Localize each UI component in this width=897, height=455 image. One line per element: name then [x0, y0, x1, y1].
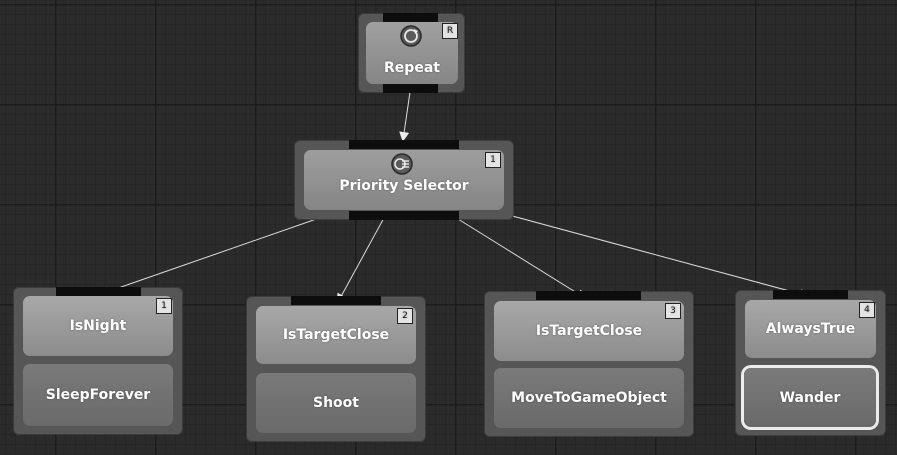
priority-selector-icon — [391, 153, 413, 175]
action-movetogameobject[interactable]: MoveToGameObject — [494, 368, 684, 428]
condition-isnight[interactable]: 1 IsNight — [23, 296, 173, 356]
link-selector-to-branch2 — [337, 215, 386, 304]
condition-istargetclose[interactable]: 3 IsTargetClose — [494, 301, 684, 361]
input-port[interactable] — [56, 287, 141, 296]
priority-selector-body[interactable]: 1 Priority Selector — [304, 150, 504, 210]
input-port[interactable] — [291, 296, 381, 305]
output-port[interactable] — [349, 211, 459, 220]
link-selector-to-branch3 — [449, 213, 587, 300]
condition-label: IsTargetClose — [535, 323, 643, 339]
condition-label: AlwaysTrue — [765, 321, 856, 337]
action-wander[interactable]: Wander — [744, 368, 876, 427]
link-repeat-to-selector — [399, 91, 411, 142]
action-sleepforever[interactable]: SleepForever — [23, 364, 173, 426]
selector-label: Priority Selector — [339, 178, 469, 194]
branch-node-1[interactable]: 1 IsNight SleepForever — [13, 287, 183, 435]
selector-badge: 1 — [485, 152, 501, 168]
branch-node-2[interactable]: 2 IsTargetClose Shoot — [246, 296, 426, 442]
input-port[interactable] — [349, 140, 459, 149]
input-port[interactable] — [383, 13, 438, 22]
branch-node-4[interactable]: 4 AlwaysTrue Wander — [735, 290, 886, 436]
input-port[interactable] — [536, 291, 641, 300]
action-label: Shoot — [313, 395, 359, 411]
condition-label: IsNight — [69, 318, 127, 334]
link-selector-to-branch4 — [504, 213, 810, 299]
condition-istargetclose[interactable]: 2 IsTargetClose — [256, 306, 416, 364]
branch-4-badge: 4 — [859, 302, 875, 318]
input-port[interactable] — [773, 290, 848, 299]
branch-1-badge: 1 — [156, 298, 172, 314]
action-label: Wander — [779, 389, 841, 406]
priority-selector-node[interactable]: 1 Priority Selector — [294, 140, 514, 220]
action-label: MoveToGameObject — [511, 390, 667, 406]
repeat-node[interactable]: R Repeat — [358, 13, 465, 93]
link-selector-to-branch1 — [99, 215, 326, 297]
repeat-label: Repeat — [384, 60, 440, 76]
repeat-icon — [400, 25, 422, 47]
branch-3-badge: 3 — [665, 303, 681, 319]
condition-label: IsTargetClose — [282, 327, 390, 343]
branch-node-3[interactable]: 3 IsTargetClose MoveToGameObject — [484, 291, 694, 437]
repeat-badge: R — [442, 23, 458, 39]
condition-alwaystrue[interactable]: 4 AlwaysTrue — [745, 300, 876, 358]
action-shoot[interactable]: Shoot — [256, 373, 416, 433]
branch-2-badge: 2 — [397, 308, 413, 324]
repeat-node-body[interactable]: R Repeat — [366, 22, 458, 84]
output-port[interactable] — [383, 84, 438, 93]
action-label: SleepForever — [45, 387, 151, 403]
